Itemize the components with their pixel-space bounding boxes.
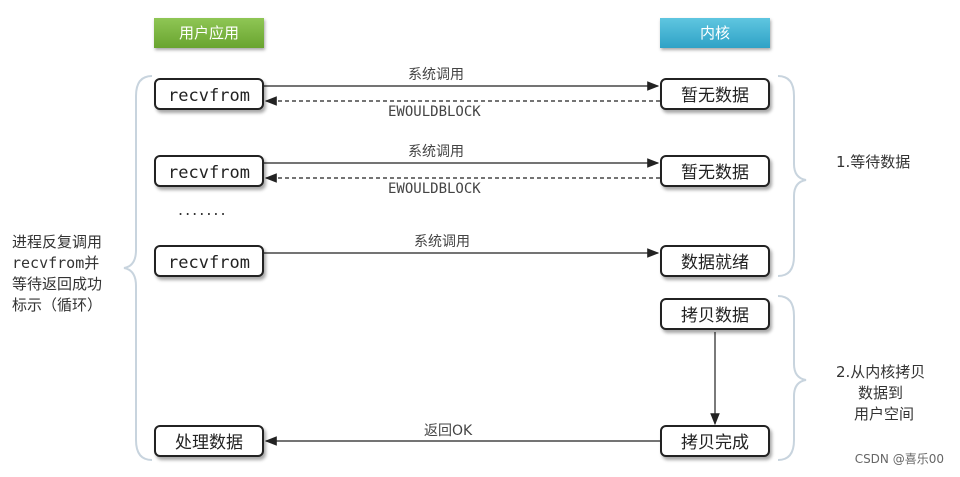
- ellipsis: .......: [178, 200, 228, 219]
- no-data-box-2: 暂无数据: [660, 155, 770, 187]
- ewouldblock-label-1: EWOULDBLOCK: [388, 104, 481, 120]
- left-note-line-2: recvfrom并: [12, 254, 100, 272]
- recvfrom-box-2: recvfrom: [154, 155, 264, 187]
- no-data-box-1: 暂无数据: [660, 78, 770, 110]
- user-app-header: 用户应用: [154, 18, 264, 48]
- return-ok-label: 返回OK: [424, 423, 473, 439]
- syscall-label-1: 系统调用: [408, 67, 464, 83]
- copy-data-box: 拷贝数据: [660, 298, 770, 330]
- left-note: 进程反复调用 recvfrom并 等待返回成功 标示（循环）: [12, 232, 122, 316]
- recvfrom-box-3: recvfrom: [154, 245, 264, 277]
- stage1-label: 1.等待数据: [836, 153, 911, 171]
- right-brace-stage2: [777, 295, 807, 461]
- stage2-line-2: 数据到: [858, 384, 904, 402]
- data-ready-box: 数据就绪: [660, 245, 770, 277]
- process-data-box: 处理数据: [154, 425, 264, 457]
- stage2-line-1: 2.从内核拷贝: [836, 363, 926, 381]
- left-note-line-1: 进程反复调用: [12, 233, 103, 251]
- left-note-line-3: 等待返回成功: [12, 275, 103, 293]
- syscall-label-2: 系统调用: [408, 144, 464, 160]
- kernel-header: 内核: [660, 18, 770, 48]
- right-brace-stage1: [777, 75, 807, 277]
- ewouldblock-label-2: EWOULDBLOCK: [388, 181, 481, 197]
- left-brace: [123, 75, 153, 461]
- copy-done-box: 拷贝完成: [660, 425, 770, 457]
- watermark: CSDN @喜乐00: [854, 452, 944, 466]
- syscall-label-3: 系统调用: [414, 234, 470, 250]
- stage2-line-3: 用户空间: [854, 405, 915, 423]
- left-note-line-4: 标示（循环）: [12, 296, 103, 314]
- recvfrom-box-1: recvfrom: [154, 78, 264, 110]
